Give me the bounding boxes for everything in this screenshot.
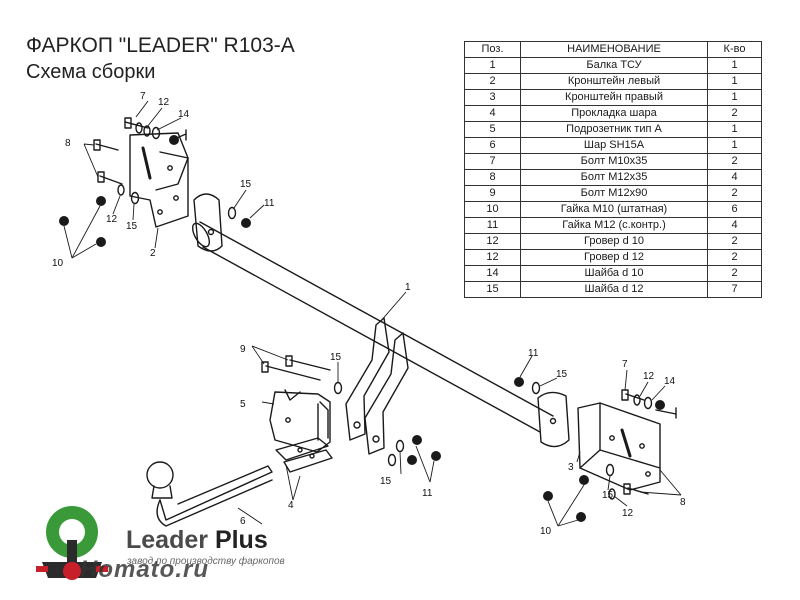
brand-second-word: Plus (214, 526, 268, 554)
callout-11: 11 (528, 348, 539, 359)
callout-5: 5 (240, 399, 246, 410)
right-end-plate (537, 391, 570, 448)
cell-name: Болт М12х35 (520, 169, 708, 186)
callout-11: 11 (264, 198, 275, 209)
brand-name: Leader Plus (126, 526, 268, 554)
callout-8: 8 (65, 138, 71, 149)
ball-spacer-plates (275, 437, 333, 473)
callout-9: 9 (240, 344, 246, 355)
callout-12: 12 (643, 371, 655, 382)
brand-slogan: завод по производству фаркопов (127, 556, 285, 567)
crossbeam-tube (191, 193, 570, 448)
callout-7: 7 (140, 91, 146, 102)
callout-labels: 7 12 14 8 10 12 15 2 15 11 1 9 15 5 4 6 … (52, 91, 686, 537)
watermark: Homato.ru (80, 556, 209, 583)
brand-first-word: Leader (126, 526, 208, 554)
callout-15: 15 (330, 352, 342, 363)
leader-plus-logo (36, 506, 108, 580)
callout-12: 12 (158, 97, 170, 108)
page-title: ФАРКОП "LEADER" R103-A (26, 34, 295, 57)
leader-lines (63, 100, 682, 527)
callout-12: 12 (106, 214, 118, 225)
callout-12: 12 (622, 508, 634, 519)
callout-15: 15 (602, 490, 614, 501)
nuts (59, 135, 665, 522)
cell-name: Кронштейн правый (520, 89, 708, 106)
callout-15: 15 (380, 476, 392, 487)
cell-position: 12 (464, 233, 521, 250)
center-ball-brackets (345, 317, 409, 455)
callout-14: 14 (178, 109, 190, 120)
callout-10: 10 (52, 258, 64, 269)
callout-15: 15 (126, 221, 138, 232)
callout-6: 6 (240, 516, 246, 527)
callout-15: 15 (556, 369, 568, 380)
callout-10: 10 (540, 526, 552, 537)
callout-3: 3 (568, 462, 574, 473)
callout-14: 14 (664, 376, 676, 387)
cell-name: Гайка М12 (с.контр.) (520, 217, 708, 234)
cell-position: 15 (464, 281, 521, 298)
callout-7: 7 (622, 359, 628, 370)
right-bracket (577, 402, 661, 491)
callout-11: 11 (422, 488, 433, 499)
page-subtitle: Схема сборки (26, 61, 156, 83)
callout-15: 15 (240, 179, 252, 190)
callout-1: 1 (405, 282, 411, 293)
callout-8: 8 (680, 497, 686, 508)
callout-2: 2 (150, 248, 156, 259)
tow-ball (146, 461, 273, 527)
callout-4: 4 (288, 500, 294, 511)
left-bracket (129, 132, 189, 228)
cell-name: Шайба d 12 (520, 281, 708, 298)
left-end-plate (193, 193, 223, 252)
cell-name: Болт М10х35 (520, 153, 708, 170)
cell-quantity: 7 (707, 281, 762, 298)
cell-quantity: 2 (707, 249, 762, 266)
washers (117, 122, 653, 500)
